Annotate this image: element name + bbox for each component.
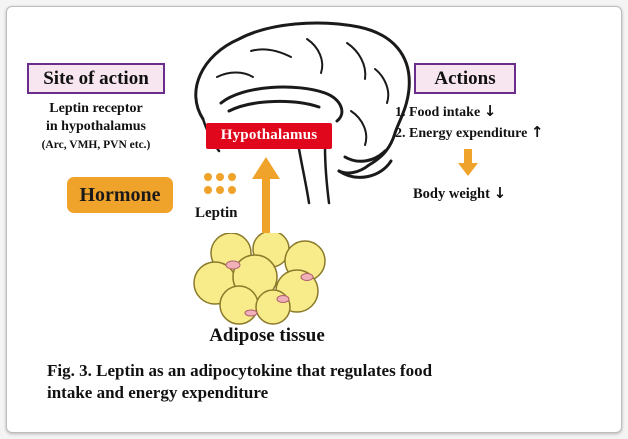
hypothalamus-region: Hypothalamus — [206, 123, 332, 149]
actions-item-1: 1. Food intake ↓ — [395, 102, 496, 121]
leptin-label: Leptin — [195, 205, 238, 221]
figure-caption-line-2: intake and energy expenditure — [47, 383, 269, 402]
food-intake-label: 1. Food intake — [395, 105, 481, 120]
actions-item-2: 2. Energy expenditure ↑ — [395, 123, 543, 142]
up-arrow-icon: ↑ — [530, 123, 544, 141]
hormone-badge: Hormone — [67, 177, 173, 213]
body-weight-result: Body weight ↓ — [413, 184, 506, 203]
adipose-cells-illustration — [193, 233, 326, 325]
down-arrow-icon: ↓ — [483, 102, 497, 120]
result-down-arrow-icon — [458, 149, 478, 176]
site-of-action-line-1: Leptin receptor — [49, 101, 143, 116]
figure-frame: Hypothalamus Site of action Leptin recep… — [6, 6, 622, 433]
body-weight-label: Body weight — [413, 186, 490, 202]
site-of-action-line-3: (Arc, VMH, PVN etc.) — [41, 139, 151, 151]
site-of-action-line-2: in hypothalamus — [46, 119, 146, 134]
leptin-up-arrow-icon — [252, 157, 280, 243]
figure-caption-line-1: Fig. 3. Leptin as an adipocytokine that … — [47, 361, 433, 380]
down-arrow-icon: ↓ — [493, 184, 507, 202]
site-of-action-title: Site of action — [27, 63, 165, 94]
leptin-dots-icon — [204, 173, 236, 194]
adipose-tissue-label: Adipose tissue — [209, 325, 325, 346]
hypothalamus-label: Hypothalamus — [220, 127, 318, 143]
energy-expenditure-label: 2. Energy expenditure — [395, 126, 528, 141]
actions-title: Actions — [414, 63, 516, 94]
